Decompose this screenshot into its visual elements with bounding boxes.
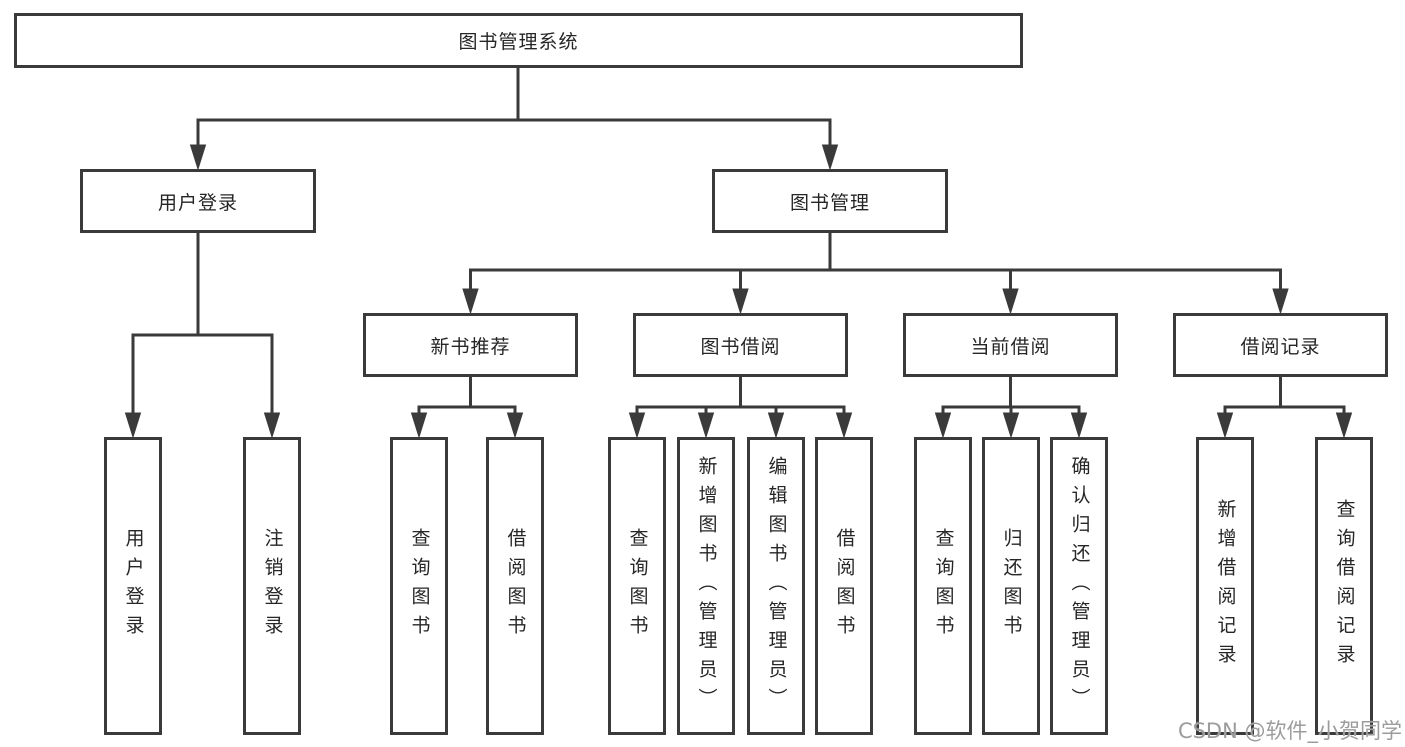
node-label: 归还图书 bbox=[1000, 528, 1023, 644]
node-leaf-user-login: 用户登录 bbox=[104, 437, 162, 735]
arrowhead-icon bbox=[263, 412, 281, 439]
arrowhead-icon bbox=[732, 288, 749, 315]
arrowhead-icon bbox=[767, 412, 785, 439]
connector-segments bbox=[131, 68, 1346, 421]
node-label: 查询借阅记录 bbox=[1333, 499, 1356, 673]
arrowhead-icon bbox=[835, 412, 853, 439]
arrowhead-icon bbox=[1002, 412, 1020, 439]
arrowhead-icon bbox=[1216, 412, 1234, 439]
node-label: 图书借阅 bbox=[700, 335, 781, 358]
node-label: 查询图书 bbox=[626, 528, 649, 644]
node-book-management-branch: 图书管理 bbox=[712, 169, 948, 233]
arrowhead-icon bbox=[1272, 288, 1289, 315]
arrowhead-icon bbox=[1335, 412, 1353, 439]
csdn-watermark: CSDN @软件_小贺同学 bbox=[1177, 719, 1402, 743]
node-label: 新书推荐 bbox=[430, 335, 511, 358]
node-label: 用户登录 bbox=[157, 191, 238, 214]
node-label: 用户登录 bbox=[122, 528, 145, 644]
arrowhead-icon bbox=[1070, 412, 1088, 439]
node-label: 注销登录 bbox=[261, 528, 284, 644]
node-current-borrow: 当前借阅 bbox=[903, 313, 1118, 377]
node-label: 编辑图书（管理员） bbox=[765, 455, 788, 717]
arrowhead-icon bbox=[410, 412, 428, 439]
node-leaf-confirm-return-admin: 确认归还（管理员） bbox=[1050, 437, 1108, 735]
node-leaf-logout: 注销登录 bbox=[243, 437, 301, 735]
node-user-login-branch: 用户登录 bbox=[80, 169, 316, 233]
node-leaf-borrow-books-recommend: 借阅图书 bbox=[486, 437, 544, 735]
node-leaf-add-book-admin: 新增图书（管理员） bbox=[677, 437, 735, 735]
node-label: 借阅图书 bbox=[504, 528, 527, 644]
node-leaf-query-books-current: 查询图书 bbox=[914, 437, 972, 735]
arrowhead-icon bbox=[934, 412, 952, 439]
node-leaf-query-books-recommend: 查询图书 bbox=[390, 437, 448, 735]
node-label: 新增图书（管理员） bbox=[695, 455, 718, 717]
node-label: 新增借阅记录 bbox=[1214, 499, 1237, 673]
node-new-book-recommend: 新书推荐 bbox=[363, 313, 578, 377]
node-leaf-return-book: 归还图书 bbox=[982, 437, 1040, 735]
arrowhead-icon bbox=[124, 412, 142, 439]
node-leaf-add-borrow-record: 新增借阅记录 bbox=[1196, 437, 1254, 735]
arrowhead-icon bbox=[697, 412, 715, 439]
arrowhead-icon bbox=[462, 288, 479, 315]
node-leaf-borrow-books: 借阅图书 bbox=[815, 437, 873, 735]
node-borrow-records: 借阅记录 bbox=[1173, 313, 1388, 377]
arrowhead-icon bbox=[1002, 288, 1019, 315]
connector-arrows bbox=[124, 144, 1353, 439]
node-label: 查询图书 bbox=[932, 528, 955, 644]
node-label: 确认归还（管理员） bbox=[1068, 455, 1091, 717]
arrowhead-icon bbox=[189, 144, 207, 171]
node-label: 图书管理 bbox=[789, 191, 870, 214]
arrowhead-icon bbox=[628, 412, 646, 439]
node-root-system: 图书管理系统 bbox=[14, 13, 1023, 68]
node-book-borrow: 图书借阅 bbox=[633, 313, 848, 377]
node-leaf-query-books-borrow: 查询图书 bbox=[608, 437, 666, 735]
node-leaf-query-borrow-record: 查询借阅记录 bbox=[1315, 437, 1373, 735]
node-label: 借阅记录 bbox=[1240, 335, 1321, 358]
node-label: 图书管理系统 bbox=[458, 31, 579, 53]
node-label: 借阅图书 bbox=[833, 528, 856, 644]
arrowhead-icon bbox=[821, 144, 839, 171]
arrowhead-icon bbox=[506, 412, 524, 439]
node-leaf-edit-book-admin: 编辑图书（管理员） bbox=[747, 437, 805, 735]
node-label: 查询图书 bbox=[408, 528, 431, 644]
node-label: 当前借阅 bbox=[970, 335, 1051, 358]
